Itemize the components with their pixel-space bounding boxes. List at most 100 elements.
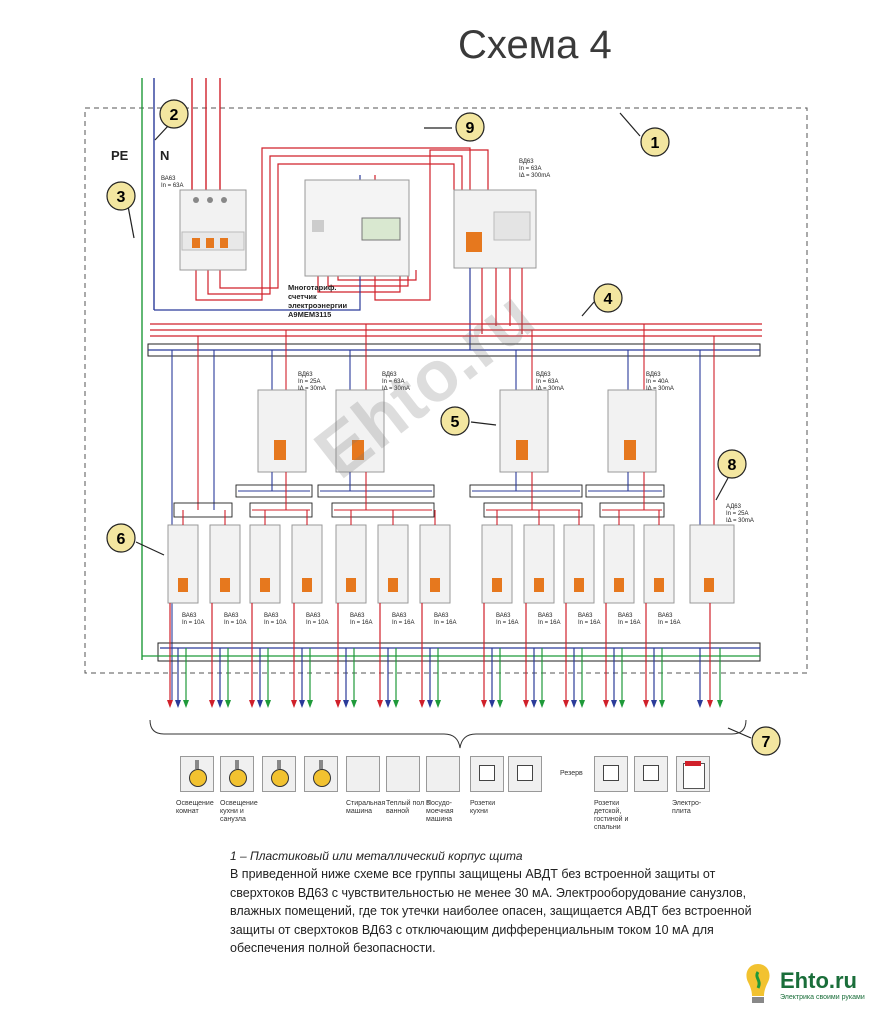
arrow-head (579, 700, 585, 708)
arrow-head (335, 700, 341, 708)
arrow-head (659, 700, 665, 708)
arrow-head (307, 700, 313, 708)
arrow-head (603, 700, 609, 708)
arrow-head (571, 700, 577, 708)
rcd-4-type: ВД63 (646, 372, 661, 378)
meter-label-3: электроэнергии (288, 301, 347, 310)
avdt-sensitivity: IΔ = 30mA (726, 518, 754, 524)
group-rcd-4 (607, 389, 657, 473)
pe-label: PE (111, 148, 129, 163)
breaker-type: ВА63 (182, 613, 197, 619)
arrow-head (217, 700, 223, 708)
arrow-head (257, 700, 263, 708)
lamp-icon (220, 756, 254, 792)
arrow-head (175, 700, 181, 708)
callout-circle (159, 99, 189, 129)
n-label: N (160, 148, 169, 163)
arrow-head (249, 700, 255, 708)
group-rcd-3 (499, 389, 549, 473)
breaker-type: ВА63 (618, 613, 633, 619)
rcd-outputs (469, 268, 523, 350)
dishwasher-icon (426, 756, 460, 792)
appliance-label: Теплый пол в ванной (386, 800, 430, 815)
socket-icon (594, 756, 628, 792)
appliance-label: Электро-плита (672, 800, 702, 815)
floor-heating-icon (386, 756, 420, 792)
breaker-rating: In = 10A (306, 620, 329, 626)
breaker-rating: In = 16A (434, 620, 457, 626)
callout-arrow (470, 421, 497, 426)
breaker-rating: In = 16A (658, 620, 681, 626)
phase-busbars (150, 323, 762, 337)
callout-arrow (135, 541, 165, 556)
group-rcd-1 (257, 389, 307, 473)
arrow-head (643, 700, 649, 708)
arrow-head (225, 700, 231, 708)
callout-number: 8 (728, 457, 737, 474)
output-brace (149, 719, 747, 749)
arrow-head (343, 700, 349, 708)
logo-name: Ehto.ru (780, 968, 857, 993)
arrow-head (393, 700, 399, 708)
callout-number: 2 (170, 107, 179, 124)
main-rcd-sensitivity: IΔ = 300mA (519, 173, 550, 179)
arrow-head (611, 700, 617, 708)
appliance-label: Стиральная машина (346, 800, 386, 815)
lower-busbar (157, 642, 761, 662)
callout-arrow (127, 205, 135, 239)
appliance-label: Посудо-моечная машина (426, 800, 454, 823)
breaker-type: ВА63 (392, 613, 407, 619)
arrow-head (539, 700, 545, 708)
rcd-2-type: ВД63 (382, 372, 397, 378)
meter-label-1: Многотариф. (288, 283, 336, 292)
arrow-head (523, 700, 529, 708)
breaker-rating: In = 16A (392, 620, 415, 626)
arrow-head (531, 700, 537, 708)
arrow-head (419, 700, 425, 708)
breaker-rating: In = 16A (618, 620, 641, 626)
breaker-rating: In = 10A (182, 620, 205, 626)
breaker-rating: In = 16A (538, 620, 561, 626)
avdt-type: АД63 (726, 504, 742, 510)
site-logo[interactable]: Ehto.ru Электрика своими руками (740, 960, 865, 1010)
appliance-label: Розетки детской, гостиной и спальни (594, 800, 629, 831)
socket-icon (634, 756, 668, 792)
callout-circle (106, 181, 136, 211)
electricity-meter (304, 179, 410, 277)
breaker-type: ВА63 (578, 613, 593, 619)
washing-machine-icon (346, 756, 380, 792)
breaker-type: ВА63 (434, 613, 449, 619)
rcd-4-sensitivity: IΔ = 30mA (646, 386, 674, 392)
arrow-head (651, 700, 657, 708)
caption: 1 – Пластиковый или металлический корпус… (230, 849, 523, 863)
main-breaker (179, 189, 247, 271)
arrow-head (209, 700, 215, 708)
rcd-1-sensitivity: IΔ = 30mA (298, 386, 326, 392)
rcd-1-rating: In = 25A (298, 379, 321, 385)
callout-circle (717, 449, 747, 479)
breaker-rating: In = 10A (264, 620, 287, 626)
arrow-head (167, 700, 173, 708)
callout-circle (106, 523, 136, 553)
callout-number: 9 (466, 120, 475, 137)
arrow-head (619, 700, 625, 708)
arrow-head (265, 700, 271, 708)
arrow-head (481, 700, 487, 708)
meter-label-2: счетчик (288, 292, 317, 301)
appliance-label: Розетки кухни (470, 800, 496, 815)
main-breaker-type: ВА63 (161, 176, 176, 182)
avdt-rating: In = 25A (726, 511, 749, 517)
rcd-3-rating: In = 63A (536, 379, 559, 385)
rcd-2-rating: In = 63A (382, 379, 405, 385)
